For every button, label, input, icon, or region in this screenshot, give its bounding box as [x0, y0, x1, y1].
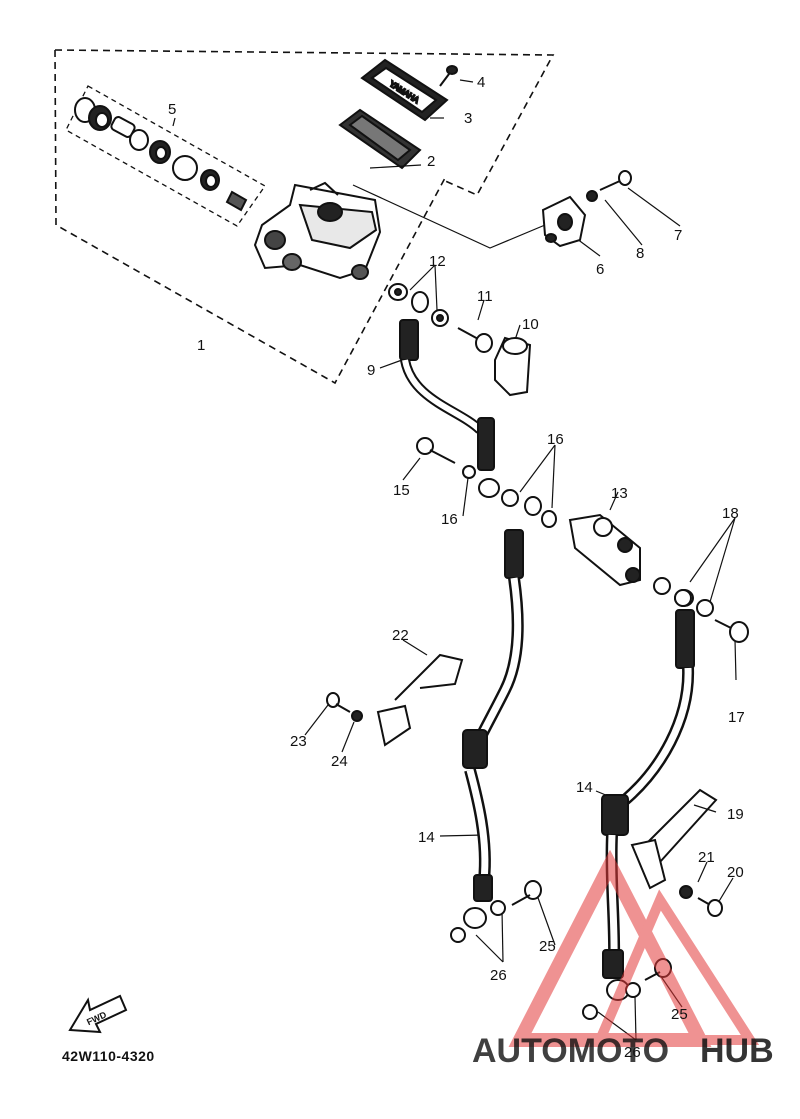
piston-kit-part — [74, 97, 248, 212]
label-19: 19 — [727, 806, 744, 823]
washer-8-part — [586, 190, 598, 202]
label-13: 13 — [611, 485, 628, 502]
label-6: 6 — [596, 261, 604, 278]
label-7: 7 — [674, 227, 682, 244]
hose-guide-19-part — [630, 788, 718, 890]
label-12: 12 — [429, 253, 446, 270]
bolt-11-part — [457, 327, 493, 353]
label-8: 8 — [636, 245, 644, 262]
label-14-left: 14 — [418, 829, 435, 846]
label-24: 24 — [331, 753, 348, 770]
bolt-20-part — [697, 897, 723, 917]
nut-21-part — [679, 885, 693, 899]
hose-guide-22-part — [376, 653, 464, 747]
label-9: 9 — [367, 362, 375, 379]
watermark-text: AUTOMOTO HUB — [472, 1032, 774, 1070]
label-14-right: 14 — [576, 779, 593, 796]
label-2: 2 — [427, 153, 435, 170]
washer-16-part — [462, 465, 557, 528]
label-25-right: 25 — [671, 1006, 688, 1023]
label-26-right: 26 — [624, 1044, 641, 1061]
nut-24-part — [351, 710, 363, 722]
switch-10-part — [494, 336, 532, 397]
label-18: 18 — [722, 505, 739, 522]
label-3: 3 — [464, 110, 472, 127]
label-16-upper: 16 — [547, 431, 564, 448]
diaphragm-part — [338, 108, 422, 170]
holder-part — [541, 195, 587, 248]
label-22: 22 — [392, 627, 409, 644]
label-1: 1 — [197, 337, 205, 354]
reservoir-cap-part: YAMAHA — [360, 58, 449, 122]
label-5: 5 — [168, 101, 176, 118]
washer-12-part — [388, 283, 449, 327]
label-17: 17 — [728, 709, 745, 726]
label-4: 4 — [477, 74, 485, 91]
watermark-part1: AUTOMOTO — [472, 1032, 669, 1070]
bolt-23-part — [326, 692, 351, 713]
joint-13-part — [568, 513, 641, 587]
bolt-17-part — [714, 619, 749, 643]
bolt-15-part — [416, 437, 456, 464]
label-23: 23 — [290, 733, 307, 750]
label-21: 21 — [698, 849, 715, 866]
brake-hose-14-left-part — [462, 529, 524, 929]
washer-26-part — [450, 900, 641, 1020]
label-11: 11 — [477, 288, 493, 305]
label-20: 20 — [727, 864, 744, 881]
brake-hose-9-part — [399, 291, 500, 498]
label-16-lower: 16 — [441, 511, 458, 528]
watermark-part2: HUB — [700, 1032, 774, 1070]
leader-lines — [172, 79, 737, 1041]
label-26-left: 26 — [490, 967, 507, 984]
subassembly-5-outline — [65, 85, 266, 227]
master-cylinder-body — [253, 181, 382, 280]
cap-screw-part — [439, 65, 458, 87]
label-15: 15 — [393, 482, 410, 499]
watermark-logo — [508, 849, 760, 1047]
diagram-code: 42W110-4320 — [62, 1048, 155, 1064]
assembly-outline — [54, 49, 555, 385]
label-25-left: 25 — [539, 938, 556, 955]
brake-hose-14-right-part — [601, 589, 695, 1001]
fwd-arrow-icon — [68, 994, 128, 1034]
label-10: 10 — [522, 316, 539, 333]
bolt-7-part — [599, 170, 632, 191]
